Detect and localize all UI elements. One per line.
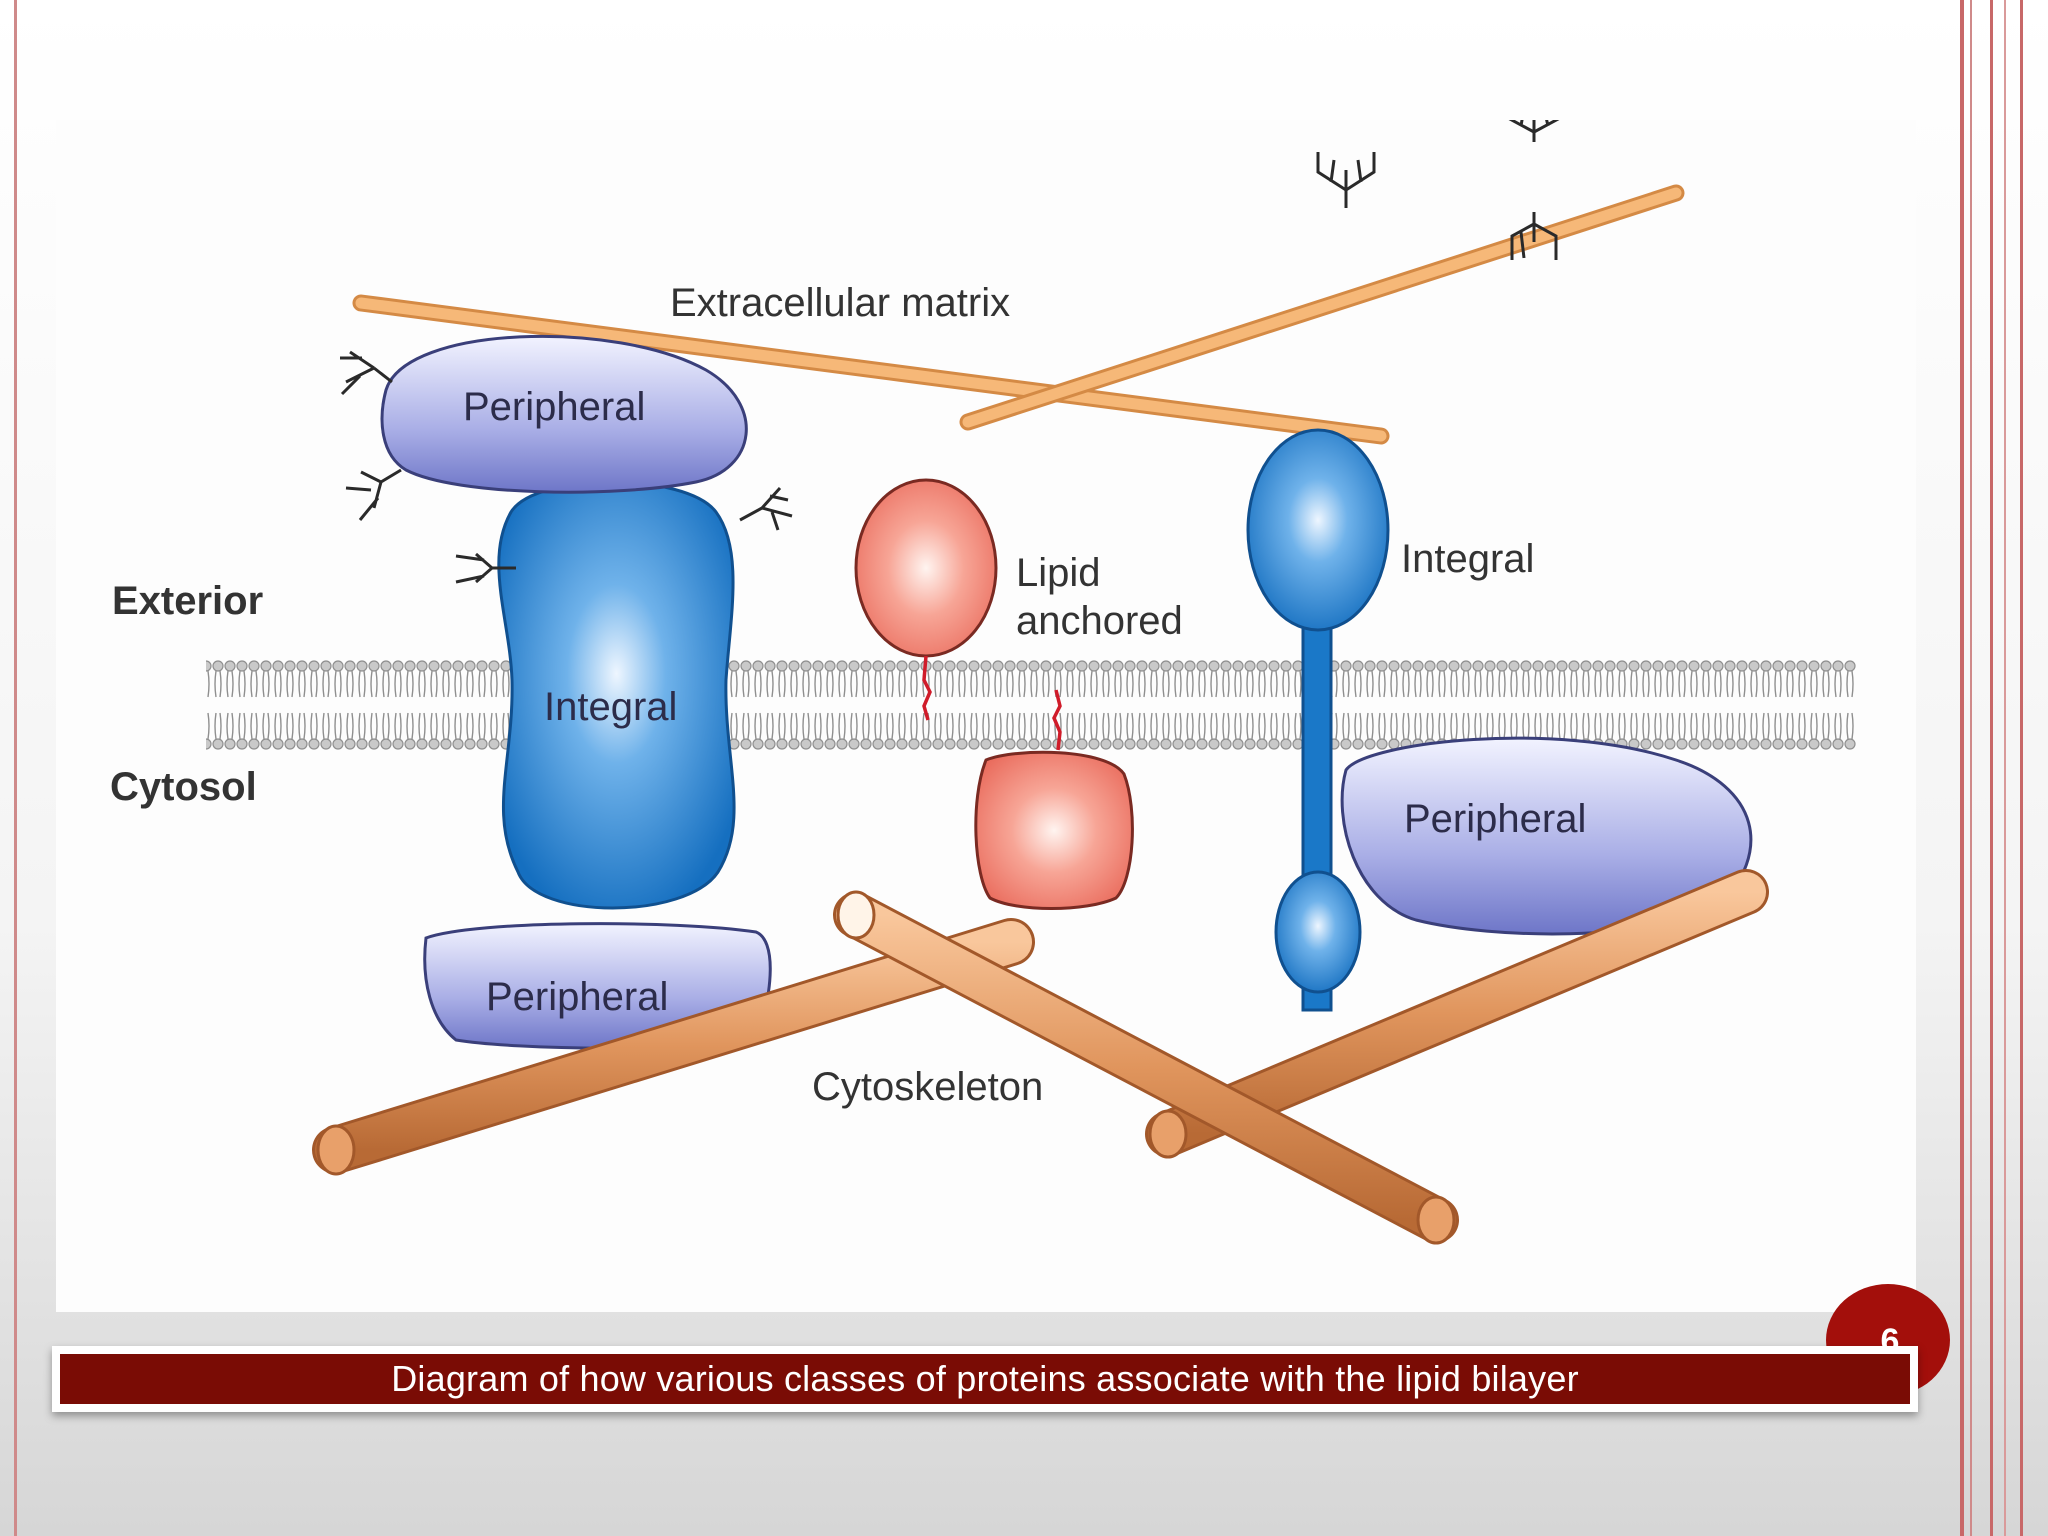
lipid-anchored-protein-exterior	[854, 478, 998, 658]
cytoskeleton-filament	[833, 890, 1459, 1245]
lipid-anchor-icon	[922, 655, 932, 721]
label-peripheral-right: Peripheral	[1404, 797, 1586, 841]
matrix-fiber	[355, 297, 1387, 442]
label-integral-right: Integral	[1401, 537, 1534, 581]
slide-frame-line	[14, 0, 17, 1536]
label-peripheral-bottom-left: Peripheral	[486, 975, 668, 1019]
matrix-fiber	[962, 187, 1682, 428]
cytoskeleton-filament	[1145, 869, 1769, 1159]
oligosaccharide-icon	[1316, 120, 1560, 260]
slide-frame-line	[1990, 0, 1993, 1536]
label-exterior: Exterior	[112, 579, 263, 623]
label-anchored: anchored	[1016, 599, 1183, 643]
oligosaccharide-icon	[340, 350, 793, 584]
slide-frame-line	[2020, 0, 2023, 1536]
caption-bar: Diagram of how various classes of protei…	[52, 1346, 1918, 1412]
label-cytoskeleton: Cytoskeleton	[812, 1065, 1043, 1109]
label-lipid: Lipid	[1016, 551, 1101, 595]
cytoskeleton-filament	[312, 918, 1035, 1176]
peripheral-protein-top-left	[380, 334, 748, 494]
label-peripheral-top-left: Peripheral	[463, 385, 645, 429]
integral-protein-right-foot	[1274, 870, 1362, 994]
slide-frame-line	[1970, 0, 1972, 1536]
slide-frame-line	[2004, 0, 2006, 1536]
slide-caption: Diagram of how various classes of protei…	[60, 1354, 1910, 1404]
slide-frame-line	[1960, 0, 1964, 1536]
label-cytosol: Cytosol	[110, 765, 257, 809]
label-integral-left: Integral	[544, 685, 677, 729]
lipid-bilayer	[206, 660, 1856, 750]
integral-protein-right-head	[1246, 428, 1390, 632]
integral-protein-left	[497, 480, 736, 910]
lipid-anchored-protein-cytosolic	[974, 750, 1134, 910]
page-number: 6	[1880, 1322, 1900, 1360]
membrane-protein-diagram: Extracellular matrix Exterior Cytosol Pe…	[56, 120, 1916, 1312]
label-extracellular-matrix: Extracellular matrix	[670, 281, 1010, 325]
lipid-anchor-icon	[1052, 689, 1062, 751]
